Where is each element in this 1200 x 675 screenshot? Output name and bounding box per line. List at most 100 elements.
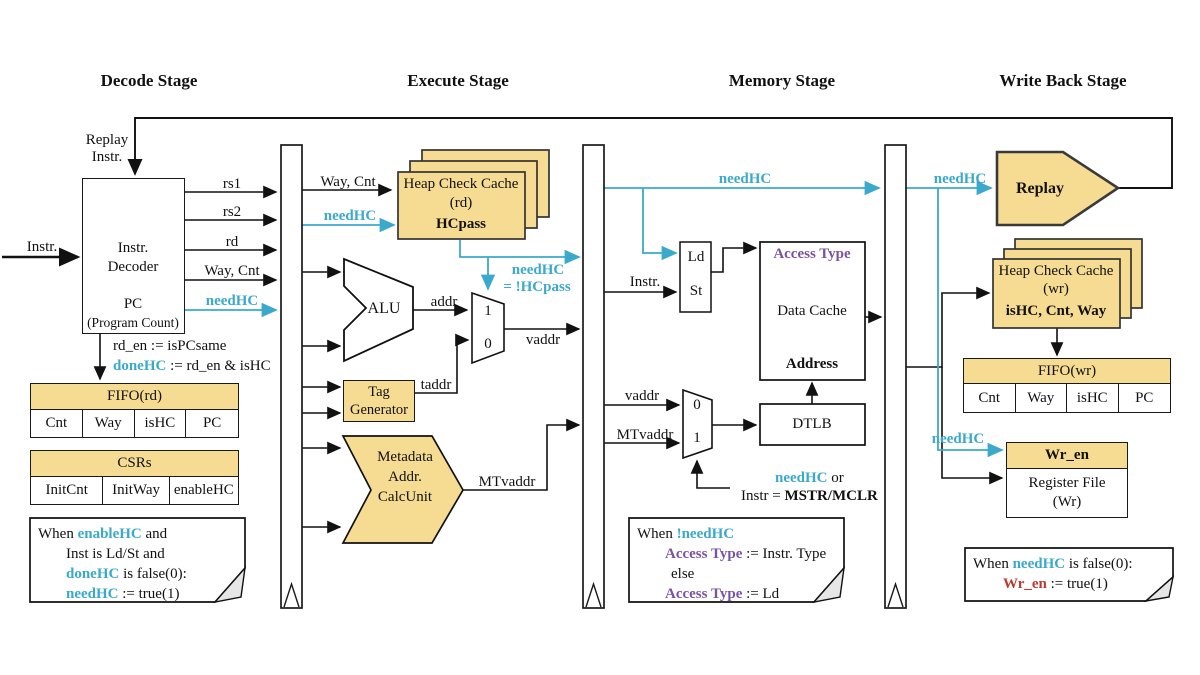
fifo-rd-cell-pc: PC (202, 415, 222, 431)
decoder-label-decoder: Decoder (107, 259, 159, 275)
tag-generator-box: Tag Generator (343, 380, 415, 422)
clock-triangle-2 (585, 581, 602, 608)
fifo-wr-cell-ishc: isHC (1067, 384, 1119, 412)
memory-mux-shape (682, 388, 713, 460)
instr-label-memory: Instr. (629, 274, 661, 290)
writeback-stage-title: Write Back Stage (999, 71, 1127, 90)
wr-en-box: Wr_en Register File (Wr) (1006, 442, 1128, 518)
decoder-label-program-count: (Program Count) (87, 315, 179, 330)
needhc-label-wren: needHC (931, 431, 985, 447)
rd-label: rd (225, 234, 239, 250)
heap-check-cache-rd-stack (397, 149, 550, 240)
wr-en-title: Wr_en (1007, 443, 1127, 469)
instr-input-label: Instr. (26, 239, 58, 255)
writeback-note-text: When needHC is false(0): Wr_en := true(1… (973, 556, 1133, 592)
dtlb-label: DTLB (792, 416, 832, 432)
donehc-equation: doneHC := rd_en & isHC (113, 358, 271, 374)
hcc-rd-line1: Heap Check Cache (403, 176, 519, 192)
waycnt-label-execute: Way, Cnt (320, 174, 376, 190)
csrs-cell-enablehc: enableHC (173, 482, 234, 498)
csrs-table: CSRs InitCnt InitWay enableHC (30, 450, 239, 505)
metadata-line1: Metadata (377, 449, 433, 465)
metadata-calcunit-shape (341, 435, 464, 544)
clock-triangle-1 (283, 581, 300, 608)
instruction-decoder-box (82, 178, 185, 334)
mtvaddr-label-execute: MTvaddr (478, 474, 536, 490)
rd-en-equation: rd_en := isPCsame (113, 338, 227, 354)
fifo-wr-table: FIFO(wr) Cnt Way isHC PC (963, 358, 1171, 413)
cyan-wires (185, 180, 1004, 458)
vaddr-label-memory: vaddr (624, 388, 660, 404)
heap-check-cache-wr-stack (992, 238, 1143, 329)
st-label: St (689, 283, 703, 299)
hcc-rd-line2: (rd) (449, 195, 473, 211)
fifo-rd-table: FIFO(rd) Cnt Way isHC PC (30, 383, 239, 438)
fifo-wr-title: FIFO(wr) (964, 359, 1170, 384)
fifo-wr-cell-pc: PC (1135, 389, 1154, 406)
hcc-rd-hcpass: HCpass (435, 216, 487, 232)
decode-stage-title: Decode Stage (100, 71, 198, 90)
replay-shape (995, 150, 1121, 227)
pipeline-register-1 (280, 144, 303, 609)
dtlb-box (759, 403, 866, 446)
vaddr-label-execute: vaddr (525, 332, 561, 348)
hcc-wr-fields: isHC, Cnt, Way (1005, 303, 1107, 319)
replay-label: Replay (1016, 180, 1064, 197)
access-type-label: Access Type (773, 246, 851, 262)
pipeline-register-3 (884, 144, 907, 609)
ld-st-box (679, 241, 712, 313)
pipeline-registers (280, 144, 907, 609)
decode-note-text: When enableHC and Inst is Ld/St and done… (38, 526, 187, 602)
needhc-label-memory: needHC (718, 171, 772, 187)
fifo-rd-cell-cnt: Cnt (31, 410, 83, 437)
csrs-cell-initcnt: InitCnt (31, 477, 104, 504)
needhc-eq-line2: = !HCpass (503, 279, 571, 295)
needhc-label-execute: needHC (323, 208, 377, 224)
memory-mux-input-0: 0 (693, 397, 701, 413)
decoder-label-instr: Instr. (117, 240, 149, 256)
fifo-rd-cell-ishc: isHC (135, 410, 187, 437)
needhc-label-decode: needHC (205, 293, 259, 309)
pipeline-register-2 (582, 144, 605, 609)
fifo-rd-title: FIFO(rd) (31, 384, 238, 410)
decode-note-shape (29, 517, 247, 604)
memory-note-text: When !needHC Access Type := Instr. Type … (637, 526, 827, 602)
rs1-label: rs1 (222, 176, 242, 192)
writeback-note-shape (964, 547, 1175, 603)
fifo-wr-cell-cnt: Cnt (964, 384, 1016, 412)
execute-stage-title: Execute Stage (407, 71, 509, 90)
metadata-line3: CalcUnit (377, 489, 433, 505)
address-label: Address (785, 356, 839, 372)
metadata-line2: Addr. (388, 469, 422, 485)
execute-mux-input-0: 0 (484, 336, 492, 352)
decoder-label-pc: PC (123, 296, 143, 312)
memory-note-shape (628, 517, 846, 604)
mux-select-line1: needHC or (775, 470, 844, 486)
alu-shape (343, 257, 414, 363)
black-wires (2, 117, 1173, 534)
waycnt-label-decode: Way, Cnt (204, 263, 260, 279)
memory-mux-input-1: 1 (693, 430, 701, 446)
rs2-label: rs2 (222, 204, 242, 220)
fifo-wr-cell-way: Way (1016, 384, 1067, 412)
addr-label: addr (430, 294, 458, 310)
mtvaddr-label-memory: MTvaddr (616, 427, 674, 443)
replay-instr-label: Replay Instr. (85, 132, 129, 166)
register-file-label: Register File (Wr) (1028, 475, 1106, 510)
needhc-eq-line1: needHC (511, 262, 565, 278)
fifo-rd-cell-way: Way (83, 410, 135, 437)
csrs-cell-initway: InitWay (103, 477, 170, 504)
data-cache-box (759, 241, 866, 381)
memory-stage-title: Memory Stage (728, 71, 836, 90)
mux-select-line2: Instr = MSTR/MCLR (741, 488, 878, 504)
hcc-wr-line1: Heap Check Cache (998, 263, 1114, 279)
clock-triangle-3 (887, 581, 904, 608)
hcc-wr-line2: (wr) (1043, 281, 1069, 297)
needhc-label-replay: needHC (933, 171, 987, 187)
execute-mux-input-1: 1 (484, 303, 492, 319)
csrs-title: CSRs (31, 451, 238, 477)
alu-label: ALU (367, 300, 401, 317)
data-cache-label: Data Cache (777, 303, 847, 319)
